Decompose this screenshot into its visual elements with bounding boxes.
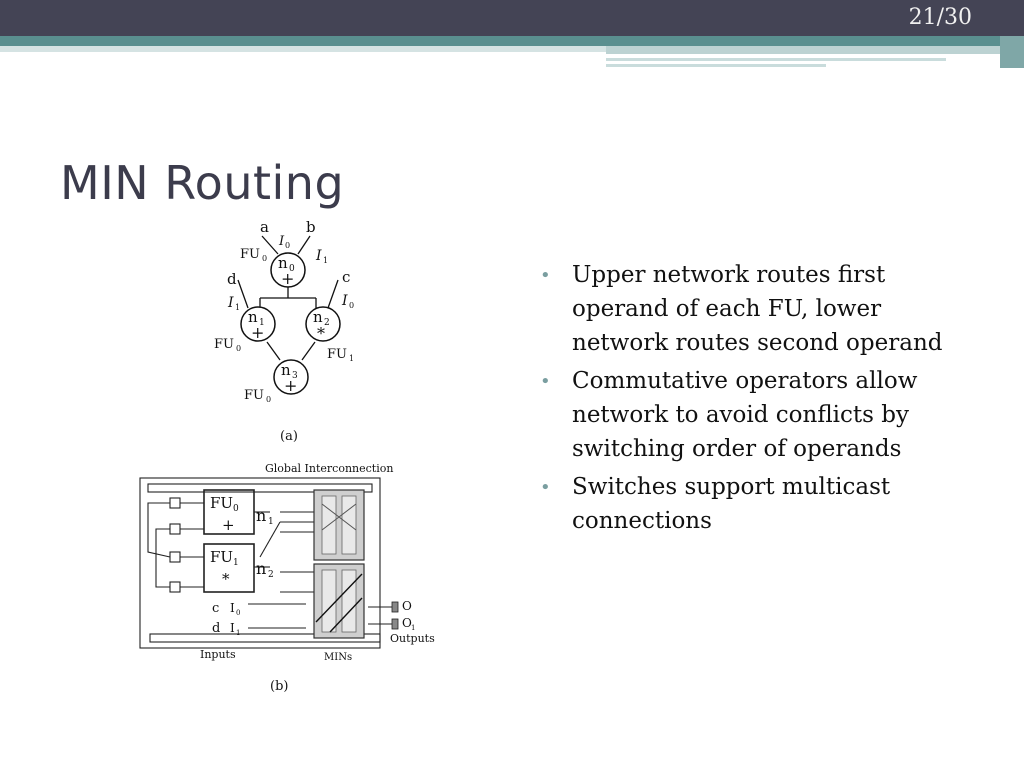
min-switch-lower: [313, 563, 365, 639]
page-number: 21/30: [908, 5, 972, 30]
label-sub: 0: [236, 344, 241, 353]
label-i: I: [278, 234, 285, 249]
bullet-item: • Switches support multicast connections: [540, 470, 980, 538]
dataflow-graph: [237, 235, 339, 361]
graph-node-n1: n 1 +: [240, 306, 276, 342]
node-op: +: [281, 269, 294, 288]
bullet-text: Commutative operators allow network to a…: [572, 368, 918, 462]
label-sub: 0: [349, 301, 354, 310]
interconnect-diagram: Global Interconnection: [139, 462, 435, 694]
input-c-label: c: [212, 601, 219, 616]
label-sub: 0: [285, 241, 290, 250]
label-i: I: [227, 295, 234, 311]
fu-sub: 1: [233, 558, 239, 568]
i0-label: I: [230, 601, 235, 615]
node-name: n: [248, 308, 258, 326]
top-bar: [0, 0, 1024, 36]
node-op: +: [251, 323, 264, 342]
header-stripe: [1000, 36, 1024, 68]
node-op: +: [284, 376, 297, 395]
caption-b: (b): [270, 679, 288, 694]
fu-op: +: [222, 516, 235, 534]
label-fu: FU: [327, 347, 347, 362]
label-sub: 1: [323, 256, 328, 265]
routing-figure: n 0 + n 1 + n 2 * n 3 + a b I 0 FU 0 I 1…: [130, 212, 450, 702]
header-stripe: [0, 46, 606, 52]
node-sub: 0: [289, 264, 295, 274]
node-sub: 2: [324, 318, 330, 328]
i1-label: I: [230, 621, 235, 635]
header-stripe: [606, 58, 946, 61]
n1-sub: 1: [268, 517, 274, 527]
label-i: I: [315, 248, 322, 264]
fu-op: *: [222, 570, 230, 588]
fu-name: FU: [210, 494, 233, 512]
label-i: I: [341, 293, 348, 309]
input-d-label: d: [212, 621, 220, 636]
label-c: c: [342, 268, 350, 286]
bullet-text: Switches support multicast connections: [572, 474, 891, 534]
header-stripe: [0, 36, 1024, 46]
label-fu: FU: [244, 388, 264, 403]
node-name: n: [313, 308, 323, 326]
bullet-icon: •: [540, 477, 551, 498]
bullet-icon: •: [540, 371, 551, 392]
label-fu: FU: [240, 247, 260, 262]
bullet-item: • Upper network routes first operand of e…: [540, 258, 980, 360]
bullet-icon: •: [540, 265, 551, 286]
label-fu: FU: [214, 337, 234, 352]
inputs-label: Inputs: [200, 648, 236, 661]
graph-node-n0: n 0 +: [270, 252, 306, 288]
o0-label: O: [402, 599, 412, 613]
n2-label: n: [256, 559, 266, 578]
label-sub: 0: [262, 254, 267, 263]
min-switch-upper: [313, 489, 365, 561]
n2-sub: 2: [268, 570, 274, 580]
label-sub: 1: [235, 303, 240, 312]
i1-sub: 1: [236, 629, 240, 637]
header-stripe: [606, 46, 1024, 54]
node-sub: 3: [292, 371, 298, 381]
n1-label: n: [256, 506, 266, 525]
node-sub: 1: [259, 318, 265, 328]
bullet-text: Upper network routes first operand of ea…: [572, 262, 943, 356]
label-d: d: [227, 270, 237, 288]
node-name: n: [278, 254, 288, 272]
outputs-label: Outputs: [390, 632, 435, 645]
routing-diagram: n 0 + n 1 + n 2 * n 3 + a b I 0 FU 0 I 1…: [139, 218, 435, 694]
o1-sub: 1: [411, 624, 415, 632]
fu-sub: 0: [233, 504, 239, 514]
i0-sub: 0: [236, 609, 240, 617]
fu0-block: FU 0 +: [210, 494, 239, 534]
graph-node-n2: n 2 *: [305, 306, 341, 343]
label-sub: 1: [349, 354, 354, 363]
node-op: *: [317, 324, 325, 343]
mins-label: MINs: [324, 652, 352, 663]
caption-a: (a): [280, 429, 298, 444]
graph-labels: a b I 0 FU 0 I 1 d c I 1 I 0 FU 0 FU 1 F…: [214, 218, 354, 444]
slide-title: MIN Routing: [60, 156, 345, 210]
fu-name: FU: [210, 548, 233, 566]
graph-node-n3: n 3 +: [273, 359, 309, 395]
label-b: b: [306, 218, 316, 236]
bullet-list: • Upper network routes first operand of e…: [540, 258, 980, 542]
output-ports: [391, 601, 399, 630]
bullet-item: • Commutative operators allow network to …: [540, 364, 980, 466]
label-a: a: [260, 218, 269, 236]
header-stripe: [606, 64, 826, 67]
fu1-block: FU 1 *: [210, 548, 239, 588]
global-interconnection-label: Global Interconnection: [265, 462, 393, 475]
node-name: n: [281, 361, 291, 379]
o1-label: O: [402, 616, 412, 630]
label-sub: 0: [266, 395, 271, 404]
